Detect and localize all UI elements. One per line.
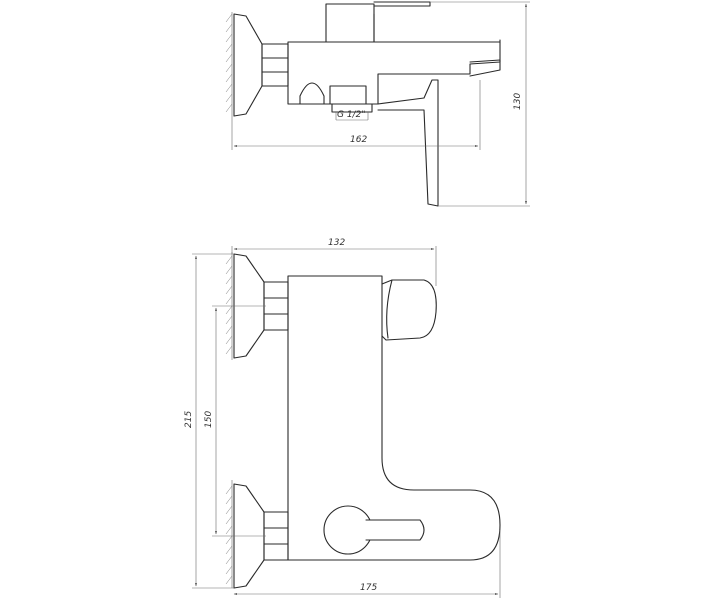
- dim-width-top-label: 162: [350, 135, 367, 145]
- handle-top: [325, 3, 375, 43]
- dim-spacing: 150: [204, 305, 266, 537]
- dim-top-width-front: 132: [231, 238, 437, 286]
- diverter-top: [299, 82, 325, 105]
- thread-label: G 1/2": [337, 110, 365, 120]
- dim-bottom-width-label: 175: [360, 583, 377, 593]
- wall-flange-top: [233, 13, 263, 117]
- diverter-slot: [365, 519, 425, 541]
- mixer-body-top: [287, 41, 501, 105]
- dim-height-top: 130: [430, 1, 530, 207]
- handle-front: [381, 279, 437, 341]
- wall-hatch-front: [225, 252, 233, 588]
- dim-total-height-label: 215: [184, 411, 194, 428]
- mixer-body-front: [287, 275, 501, 561]
- connector-top: [261, 43, 289, 87]
- side-view: G 1/2" 162 130: [225, 1, 530, 207]
- dim-total-height: 215: [184, 253, 234, 589]
- lower-connector: [263, 511, 289, 561]
- front-view: 132 215 150 175: [184, 238, 501, 598]
- upper-connector: [263, 281, 289, 331]
- lever-top: [377, 79, 439, 207]
- dim-bottom-width: 175: [233, 530, 501, 598]
- dim-width-top: 162: [231, 80, 481, 150]
- wall-hatch-top: [225, 12, 233, 120]
- dim-height-top-label: 130: [513, 93, 523, 110]
- dim-spacing-label: 150: [204, 411, 214, 428]
- inlet-top: [331, 103, 373, 113]
- spout-top: [469, 59, 501, 77]
- diverter-knob: [323, 505, 373, 555]
- dim-top-width-label: 132: [328, 238, 345, 248]
